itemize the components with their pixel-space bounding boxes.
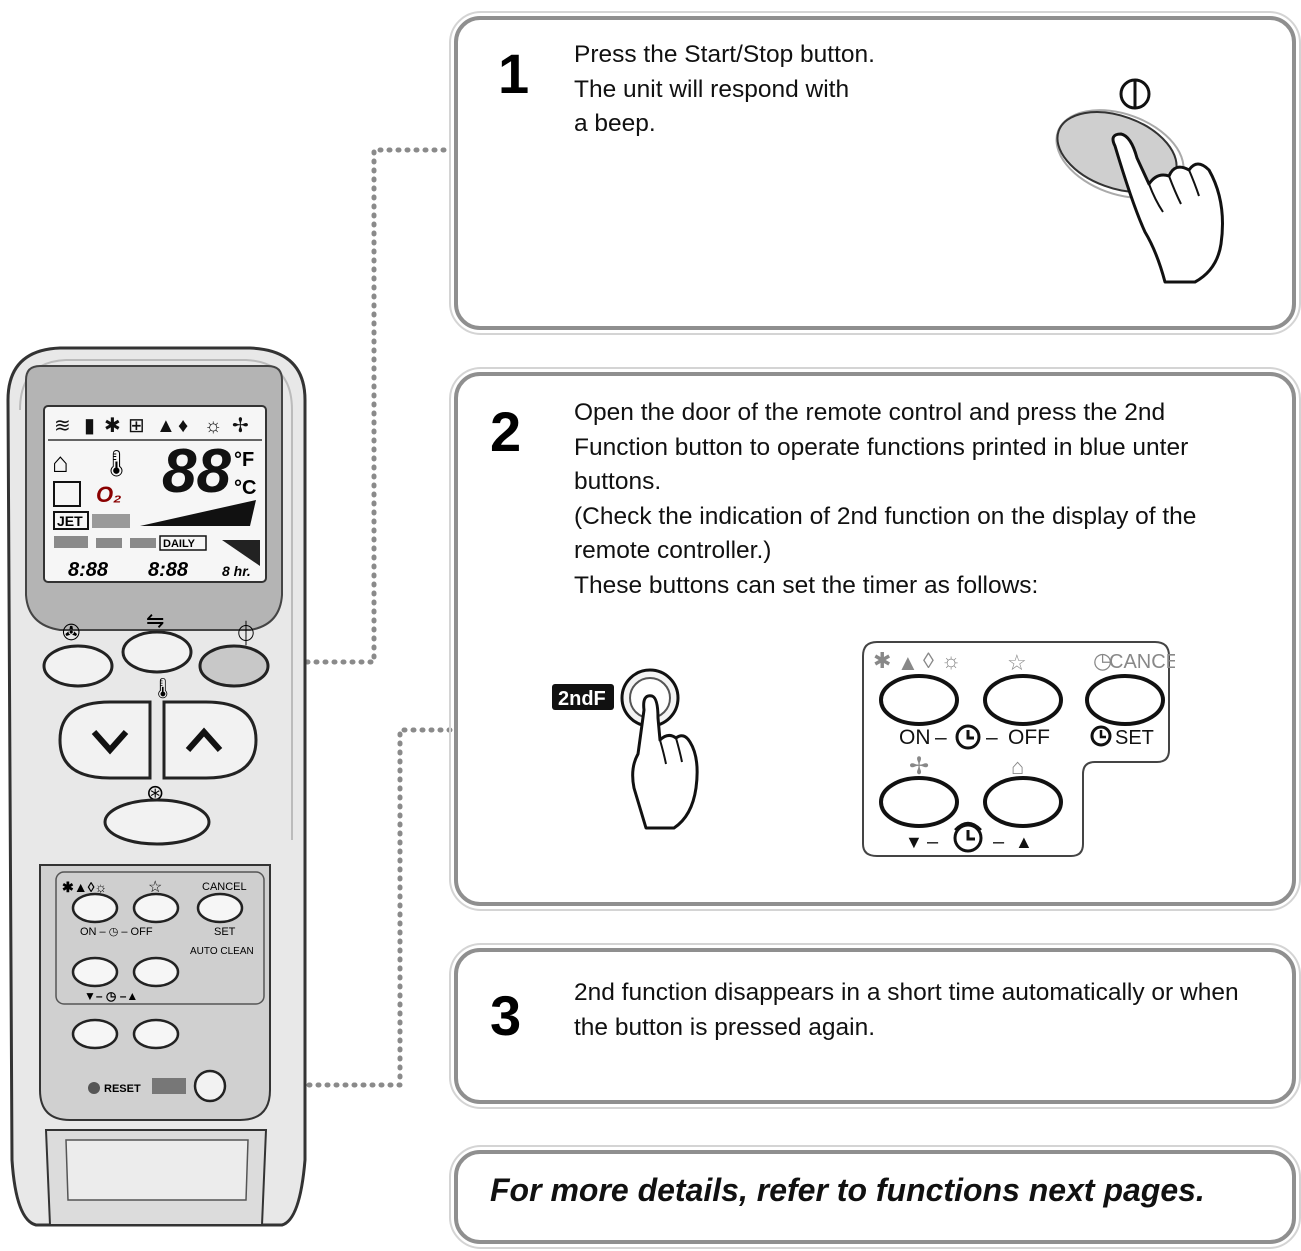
svg-text:☼: ☼ [941,648,961,673]
timer-up-button[interactable] [983,776,1063,828]
timer-dash-right: – [986,726,998,749]
pad-auto-clean: AUTO CLEAN [190,946,254,957]
lcd-jet: JET [57,513,83,529]
svg-text:⊞: ⊞ [128,415,145,437]
timer-set-clock-icon [1090,725,1112,747]
svg-text:✱: ✱ [104,415,121,437]
temp-down-button[interactable] [91,730,129,755]
lcd-time-off: 8:88 [148,559,189,581]
remote-control-illustration: ≋ ▮ ✱ ⊞ ▲♦ ☼ ✢ ⌂ 🌡 88 °F °C O₂ JET DAILY 8:8… [6,346,307,1227]
svg-text:♦: ♦ [178,415,188,437]
timer-clock-icon [955,724,981,750]
pad-btn-1[interactable] [71,892,119,924]
pad-set: SET [214,926,236,938]
lcd-mode-icons-row: ≋ ▮ ✱ ⊞ ▲♦ ☼ ✢ [54,415,249,437]
step-2-text: Open the door of the remote control and … [574,399,1197,599]
lcd-time-on: 8:88 [68,559,109,581]
lcd-unit-f: °F [234,449,254,471]
step-2-number: 2 [490,400,522,463]
timer-button-pad: ✱▲◊☼ ☆ ◷ CANCEL ON – – OFF SET ✢ ⌂ ▼ – –… [862,641,1175,857]
second-function-button[interactable] [193,1069,227,1103]
svg-text:✱: ✱ [873,648,891,673]
footer-note: For more details, refer to functions nex… [490,1172,1205,1208]
svg-text:☆: ☆ [1007,650,1027,675]
svg-text:✱▲◊☼: ✱▲◊☼ [62,879,107,895]
timer-set-label: SET [1115,727,1154,749]
swing-button[interactable] [42,644,114,688]
lcd-daily: DAILY [163,538,196,550]
mode-icons: ✱▲◊ ☼ ☆ ◷ [873,648,1112,675]
timer-down-dash: – [927,831,939,853]
lcd-hours: 8 hr. [222,563,251,579]
step-3-panel: 3 2nd function disappears in a short tim… [449,943,1301,1109]
step-1-text: Press the Start/Stop button. The unit wi… [574,41,875,137]
pad-btn-5[interactable] [132,956,180,988]
svg-text:▮: ▮ [84,415,95,437]
plasma-icon: ✢ [909,753,929,780]
power-icon: ⏀ [234,620,258,648]
lcd-fan-bars [140,500,256,526]
fan-swing-icon: ✇ [62,620,80,645]
pad-arrows: ▼– ◷ –▲ [84,989,138,1003]
svg-text:☆: ☆ [148,879,162,896]
pad-on-off: ON – ◷ – OFF [80,926,153,938]
timer-on-button[interactable] [879,674,959,726]
pad-btn-7[interactable] [132,1018,180,1050]
timer-down-arrow: ▼ [905,832,923,852]
fan-speed-button[interactable] [103,798,211,846]
lcd-temperature: 88 [162,437,231,506]
mode-icon: ⇋ [146,608,164,633]
home-icon: ⌂ [1011,754,1024,779]
timer-adjust-clock-icon [953,823,983,853]
temp-up-button[interactable] [185,727,223,752]
svg-text:☼: ☼ [204,415,222,437]
start-stop-button[interactable] [198,644,270,688]
timer-up-dash: – [993,831,1005,853]
mode-button[interactable] [121,630,193,674]
second-function-label: 2ndF [558,688,606,710]
pad-btn-3[interactable] [196,892,244,924]
lcd-unit-c: °C [234,477,256,499]
timer-on-label: ON [899,726,931,749]
thermometer-icon: 🌡 [100,448,133,478]
svg-text:◷: ◷ [1093,648,1112,673]
timer-dash-left: – [935,726,947,749]
press-start-stop-illustration [1055,78,1224,284]
timer-down-button[interactable] [879,776,959,828]
pad-cancel: CANCEL [202,881,247,893]
svg-text:≋: ≋ [54,415,71,437]
reset-label: RESET [104,1083,141,1095]
pad-btn-4[interactable] [71,956,119,988]
step-3-text: 2nd function disappears in a short time … [574,979,1239,1041]
step-1-number: 1 [498,42,530,105]
svg-text:◊: ◊ [923,648,934,673]
footer-panel: For more details, refer to functions nex… [449,1145,1301,1249]
thermometer-small-icon: 🌡 [150,678,175,700]
pad-btn-6[interactable] [71,1018,119,1050]
timer-cancel-set-button[interactable] [1085,674,1165,726]
svg-text:✢: ✢ [232,415,249,437]
timer-off-label: OFF [1008,726,1050,749]
timer-cancel-label: CANCEL [1109,651,1175,673]
second-function-badge [552,684,614,710]
timer-off-button[interactable] [983,674,1063,726]
lcd-o2: O₂ [96,482,122,507]
pad-btn-2[interactable] [132,892,180,924]
press-second-function-illustration: 2ndF [552,668,699,830]
timer-up-arrow: ▲ [1015,832,1033,852]
house-icon: ⌂ [52,447,69,478]
step-3-number: 3 [490,984,522,1047]
svg-text:▲: ▲ [897,650,919,675]
svg-text:▲: ▲ [156,415,176,437]
